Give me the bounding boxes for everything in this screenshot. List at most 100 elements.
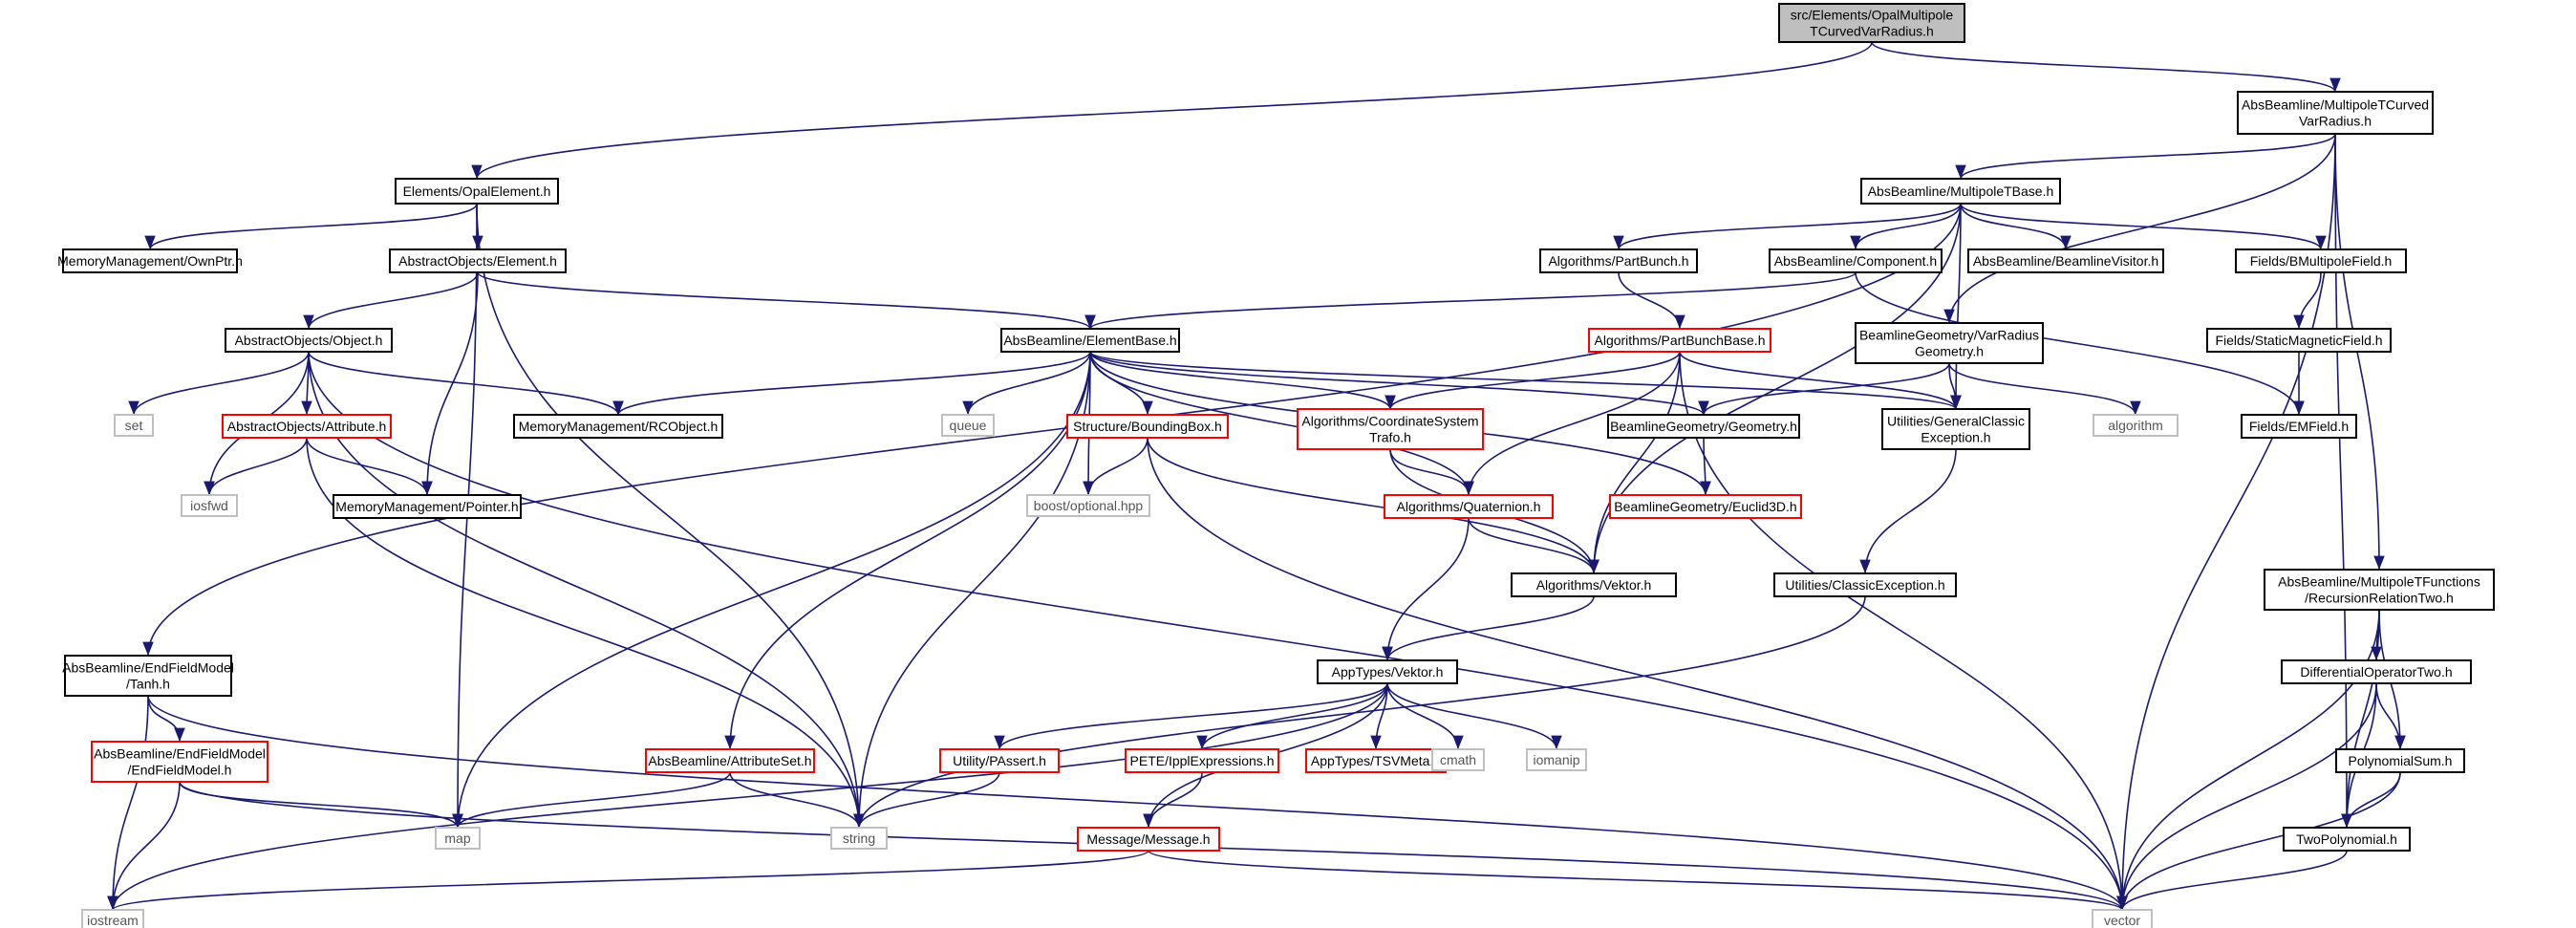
edge-arrow (612, 351, 1091, 416)
node-elementbase[interactable]: AbsBeamline/ElementBase.h (1000, 328, 1180, 353)
edge-apptypesvektor-to-passert (994, 682, 1388, 750)
edge-tanh-to-endfieldmodel (147, 695, 185, 743)
edge-mpbase-to-tanh (142, 203, 1962, 657)
node-box (435, 827, 481, 850)
edge-arrow (144, 203, 478, 250)
node-attributeset[interactable]: AbsBeamline/AttributeSet.h (645, 748, 815, 773)
node-apptypesvektor[interactable]: AppTypes/Vektor.h (1317, 659, 1458, 684)
node-endfieldmodel[interactable]: AbsBeamline/EndFieldModel/EndFieldModel.… (91, 741, 268, 783)
edge-arrow (1700, 437, 1711, 496)
edge-arrow (2341, 771, 2401, 829)
node-ownptr[interactable]: MemoryManagement/OwnPtr.h (57, 248, 243, 273)
node-label: VarRadius.h (2299, 114, 2372, 129)
node-box (2335, 748, 2465, 773)
edge-opalelement-to-string (476, 203, 865, 829)
node-opalelement[interactable]: Elements/OpalElement.h (395, 178, 559, 205)
node-label: MemoryManagement/OwnPtr.h (57, 253, 243, 269)
node-partbunch[interactable]: Algorithms/PartBunch.h (1539, 248, 1698, 273)
node-twopoly[interactable]: TwoPolynomial.h (2283, 827, 2411, 852)
node-geometry[interactable]: BeamlineGeometry/Geometry.h (1607, 414, 1800, 439)
node-object[interactable]: AbstractObjects/Object.h (225, 328, 393, 353)
node-bmultipole[interactable]: Fields/BMultipoleField.h (2235, 248, 2407, 273)
edge-arrow (962, 351, 1091, 416)
node-label: vector (2104, 913, 2140, 928)
node-diffop[interactable]: DifferentialOperatorTwo.h (2281, 659, 2472, 684)
node-passert[interactable]: Utility/PAssert.h (939, 748, 1060, 773)
node-staticmag[interactable]: Fields/StaticMagneticField.h (2206, 328, 2392, 353)
edge-arrow (1948, 362, 2141, 416)
node-box (1384, 494, 1554, 519)
edge-elementbase-to-quaternion (1089, 351, 1474, 496)
node-emfield[interactable]: Fields/EMField.h (2241, 414, 2357, 439)
edge-boundingbox-to-boostopt (1083, 437, 1148, 496)
node-box (2281, 659, 2472, 684)
node-quaternion[interactable]: Algorithms/Quaternion.h (1384, 494, 1554, 519)
edge-partbunchbase-to-quaternion (1463, 351, 1681, 496)
edge-quaternion-to-apptypesvektor (1382, 517, 1470, 661)
node-box (81, 909, 144, 928)
node-iosfwd: iosfwd (181, 494, 238, 517)
node-partbunchbase[interactable]: Algorithms/PartBunchBase.h (1588, 328, 1771, 353)
edge-arrow (1618, 271, 1685, 330)
node-label: Elements/OpalElement.h (403, 183, 551, 199)
node-tanh[interactable]: AbsBeamline/EndFieldModel/Tanh.h (62, 655, 234, 697)
node-box (2092, 909, 2153, 928)
node-recursion[interactable]: AbsBeamline/MultipoleTFunctions/Recursio… (2264, 569, 2495, 611)
node-message[interactable]: Message/Message.h (1077, 827, 1220, 852)
node-pointer[interactable]: MemoryManagement/Pointer.h (333, 494, 522, 519)
node-boundingbox[interactable]: Structure/BoundingBox.h (1066, 414, 1229, 439)
node-tsvmeta[interactable]: AppTypes/TSVMeta.h (1305, 748, 1447, 773)
node-box (1609, 494, 1802, 519)
node-algvektor[interactable]: Algorithms/Vektor.h (1511, 572, 1677, 597)
node-box (1778, 3, 1965, 43)
edge-arrow (1147, 437, 2128, 911)
edge-arrow (1148, 850, 2128, 911)
node-attribute[interactable]: AbstractObjects/Attribute.h (222, 414, 392, 439)
edge-component-to-emfield (1855, 271, 2305, 416)
edge-arrow (308, 351, 624, 416)
node-polysum[interactable]: PolynomialSum.h (2335, 748, 2465, 773)
edge-arrow (1089, 351, 1474, 496)
edge-arrow (2293, 271, 2322, 330)
node-beamlinevisitor[interactable]: AbsBeamline/BeamlineVisitor.h (1967, 248, 2164, 273)
node-root[interactable]: src/Elements/OpalMultipoleTCurvedVarRadi… (1778, 3, 1965, 43)
edge-arrow (1143, 771, 1203, 829)
node-label: Geometry.h (1915, 344, 1984, 359)
node-box (2235, 248, 2407, 273)
node-mpbase[interactable]: AbsBeamline/MultipoleTBase.h (1860, 178, 2061, 205)
edge-arrow (1089, 351, 1396, 410)
node-map: map (435, 827, 481, 850)
node-component[interactable]: AbsBeamline/Component.h (1769, 248, 1943, 273)
node-box (1511, 572, 1677, 597)
node-algorithm: algorithm (2093, 414, 2179, 437)
node-element[interactable]: AbstractObjects/Element.h (389, 248, 567, 273)
node-ipplexpr[interactable]: PETE/IpplExpressions.h (1125, 748, 1279, 773)
edge-arrow (306, 437, 433, 496)
node-label: AbsBeamline/MultipoleTCurved (2242, 97, 2429, 113)
node-classicexc[interactable]: Utilities/ClassicException.h (1773, 572, 1957, 597)
edge-arrow (179, 781, 463, 829)
edge-arrow (1950, 203, 1962, 410)
node-euclid3d[interactable]: BeamlineGeometry/Euclid3D.h (1609, 494, 1802, 519)
node-rcobject[interactable]: MemoryManagement/RCObject.h (513, 414, 723, 439)
node-box (1588, 328, 1771, 353)
node-box (1026, 494, 1150, 517)
edge-arrow (107, 850, 1149, 911)
node-label: string (843, 831, 875, 846)
edge-arrow (1463, 351, 1681, 496)
edge-tanh-to-iostream (107, 695, 149, 911)
edge-mpbase-to-genclassicexc (1950, 203, 1962, 410)
edge-arrow (1960, 203, 2327, 250)
edge-elementbase-to-queue (962, 351, 1091, 416)
edge-tanh-to-vector (147, 695, 2128, 911)
edge-arrow (1588, 351, 1681, 574)
edge-coordtrafo-to-quaternion (1389, 448, 1474, 496)
node-box (114, 414, 154, 437)
node-box (1607, 414, 1800, 439)
edge-mpbase-to-partbunch (1613, 203, 1962, 250)
